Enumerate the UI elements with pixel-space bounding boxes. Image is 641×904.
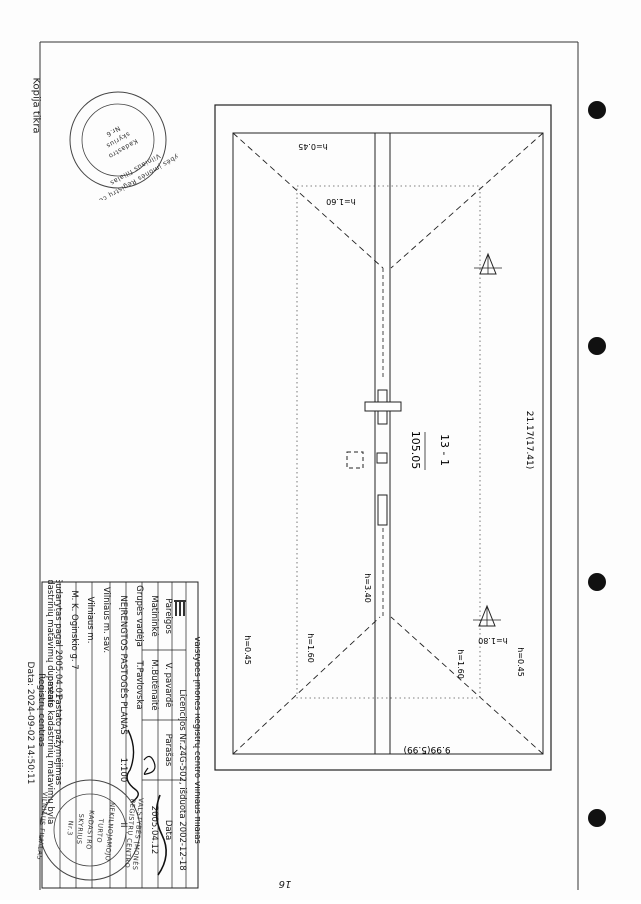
dimension-long: 21.17(17.41) [524,411,534,470]
h-label-inner-bottom-left: h=1.60 [306,633,315,663]
tb-col-header-3: Parašas [163,734,174,767]
tb-col-header-2: V. pavardė [163,663,173,708]
hatch-square [346,451,364,469]
h-label-bottom-left: h=0.45 [243,635,252,665]
dimension-short: 9.99(5.99) [403,744,450,754]
handwritten-number [155,794,167,876]
bottom-stamp-line-8: Nr.3 [65,820,74,836]
h-label-bottom-right: h=0.45 [516,647,525,677]
hip-line-top-left [232,132,384,269]
bottom-round-stamp: VALSTYBĖS ĮMONĖS REGISTRŲ CENTRO VILNIAU… [35,779,146,881]
signature-performer [143,755,156,775]
top-round-stamp: Valstybės įmonės Registrų centro Vilniau… [69,91,178,200]
plan-frame-outer [214,104,552,771]
h-label-ridge: h=3.40 [363,573,372,603]
unit-area: 105.05 [409,431,422,470]
h-label-marker: h=1.80 [478,636,508,645]
hip-line-bottom-left [232,616,381,755]
hip-line-bottom-right [390,616,544,755]
plan-frame-inner [232,132,544,755]
tb-address: M. K. Oginskio g. 7 [69,590,79,669]
title-block: Valstybės įmonės Registrų centro Vilniau… [40,569,202,890]
bottom-stamp-line-4: NEKILNOJAMOJO [103,802,116,862]
tb-sheet-no: II [118,822,128,827]
tb-municipality: Vilniaus m. sav. [101,587,111,653]
signature-head [126,729,139,803]
h-label-inner-bottom-right: h=1.60 [456,649,465,679]
tb-license: Licencijos Nr.24G-502, išduota 2002-12-1… [177,689,188,870]
tb-head-name: T.Pavlovska [134,660,144,710]
bottom-stamp-line-7: SKYRIUS [75,813,86,845]
bottom-stamp-line-3: VILNIAUS FILIALAS [35,791,49,860]
punch-hole-3 [588,573,606,591]
vent-marker-top [474,252,502,275]
tb-measurement-ref: kadastrinių matavimų duomenis [45,580,55,707]
punch-hole-2 [588,337,606,355]
tb-building-ref: Pastato pažymėjimas [53,695,63,786]
lower-beam [377,494,388,526]
small-square [376,452,388,464]
bottom-stamp-line-5: TURTO [95,817,105,843]
h-label-inner-top: h=1.60 [326,197,356,206]
hip-line-top-right [390,132,544,269]
bottom-stamp-line-6: KADASTRO [84,810,95,850]
tb-col-header-4: Data [163,820,173,840]
registry-logo [174,600,186,616]
registry-label: Registrų centras [36,673,46,747]
vent-marker-bottom [473,604,501,627]
punch-hole-4 [588,809,606,827]
inner-height-boundary [296,185,481,699]
tb-col-header-1: Pareigos [163,598,173,634]
tb-head-role: Grupės vadėja [134,585,144,647]
tb-scale: 1:100 [118,758,128,783]
unit-label: 13 - 1 [438,434,451,466]
tb-performer-date: 2005.04.12 [149,806,159,855]
tb-compiled: Sudarytas pagal 2005.04.01 [53,580,63,698]
h-label-top-left: h=0.45 [298,142,328,151]
tb-org: Valstybės įmonės Registrų centro Vilniau… [192,636,200,844]
punch-hole-1 [588,101,606,119]
tb-performer-role: Matininkė [149,595,159,637]
tb-drawing-title: NEĮRENGTOS PASTOGĖS PLANAS [118,595,129,734]
tb-building-ref2: pastato kadastrinių matavimų byla [45,676,55,825]
tb-performer-name: M.Butėnaitė [149,659,159,710]
chimney-cross-horizontal [364,401,402,412]
tb-city: Vilniaus m. [85,597,95,644]
